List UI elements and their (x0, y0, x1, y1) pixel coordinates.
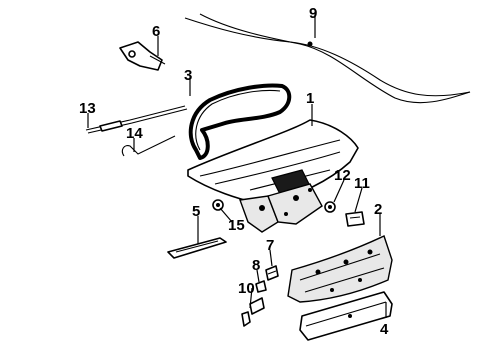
callout-15: 15 (228, 217, 245, 234)
callout-5: 5 (192, 203, 200, 220)
rear-finish-panel (299, 291, 393, 341)
callout-12: 12 (334, 167, 351, 184)
rear-panel (287, 235, 393, 303)
callout-1: 1 (306, 90, 314, 107)
rod-clip (121, 135, 176, 157)
callout-8: 8 (252, 257, 260, 274)
hinge-bracket (119, 41, 166, 71)
nameplate (345, 211, 365, 227)
cable-clip (307, 41, 313, 47)
callout-14: 14 (126, 125, 143, 142)
weatherstrip-inner (195, 89, 281, 151)
callout-4: 4 (380, 321, 389, 338)
callout-6: 6 (152, 23, 160, 40)
leader-lines (87, 13, 387, 318)
bumper (324, 201, 336, 213)
torsion-rod (85, 105, 188, 134)
body-outline (184, 17, 471, 97)
callout-10: 10 (238, 280, 255, 297)
cylinder-seal (255, 280, 267, 293)
callout-7: 7 (266, 237, 274, 254)
plug (212, 199, 224, 211)
lock-cylinder (265, 265, 279, 281)
trunk-lid (187, 119, 359, 233)
weatherstrip (188, 83, 292, 160)
callout-3: 3 (184, 67, 192, 84)
callout-11: 11 (354, 175, 370, 192)
callout-13: 13 (79, 100, 96, 117)
lid-trim-strip (167, 237, 227, 259)
lock-actuator (241, 297, 265, 327)
callout-9: 9 (309, 5, 317, 22)
callout-2: 2 (374, 201, 382, 218)
release-cable (199, 13, 471, 104)
